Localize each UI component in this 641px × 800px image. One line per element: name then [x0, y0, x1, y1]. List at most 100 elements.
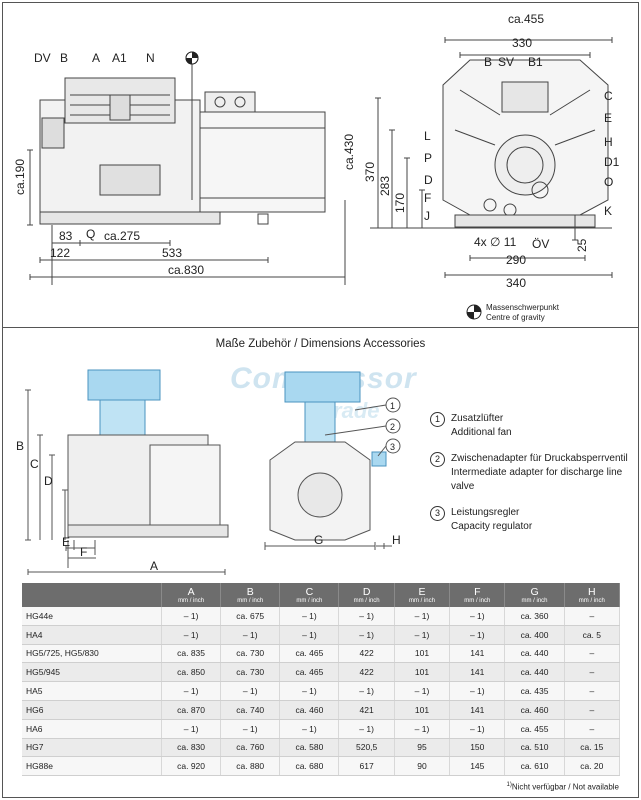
legend-en: Capacity regulator [451, 521, 533, 532]
cell-B: – 1) [220, 625, 281, 645]
acc-label-F: F [80, 545, 87, 559]
dim-330: 330 [512, 36, 532, 50]
cell-D: 422 [338, 662, 395, 683]
section-title: Maße Zubehör / Dimensions Accessories [215, 338, 426, 350]
cell-C: – 1) [279, 607, 340, 626]
table-row: HA5– 1)– 1)– 1)– 1)– 1)– 1)ca. 435– [22, 681, 621, 701]
cell-G: ca. 460 [504, 700, 565, 720]
label-DV: DV [34, 51, 51, 65]
dim-ca190: ca.190 [13, 159, 27, 195]
dim-4x11: 4x ∅ 11 [474, 235, 517, 249]
cell-B: ca. 760 [220, 738, 281, 758]
cell-A: ca. 835 [161, 644, 222, 664]
cell-model: HA5 [22, 681, 162, 701]
label-OV: ÖV [532, 237, 549, 251]
cell-F: 141 [449, 644, 506, 664]
dim-533: 533 [162, 246, 182, 260]
acc-label-D: D [44, 474, 53, 488]
cog-line-en: Centre of gravity [486, 313, 545, 322]
legend-en: Additional fan [451, 427, 512, 438]
cell-A: ca. 830 [161, 738, 222, 758]
cell-C: – 1) [279, 625, 340, 645]
table-row: HG44e– 1)ca. 675– 1)– 1)– 1)– 1)ca. 360– [22, 607, 621, 626]
cell-F: – 1) [449, 719, 506, 739]
cell-F: 145 [449, 756, 506, 777]
cell-H: – [564, 681, 621, 701]
cell-D: – 1) [338, 681, 395, 701]
cell-B: ca. 675 [220, 607, 281, 626]
legend-num: 1 [430, 412, 445, 427]
cell-model: HG5/725, HG5/830 [22, 644, 162, 664]
cell-G: ca. 455 [504, 719, 565, 739]
cell-H: – [564, 700, 621, 720]
dim-290: 290 [506, 253, 526, 267]
cell-C: – 1) [279, 719, 340, 739]
cell-E: 90 [394, 756, 451, 777]
label-L: L [424, 129, 431, 143]
cell-H: – [564, 607, 621, 626]
dim-ca455: ca.455 [508, 12, 544, 26]
dim-ca275: ca.275 [104, 229, 140, 243]
cell-F: 141 [449, 700, 506, 720]
legend-item: 2 Zwischenadapter für Druckabsperrventil… [430, 452, 640, 494]
cell-F: – 1) [449, 625, 506, 645]
cell-B: – 1) [220, 681, 281, 701]
cell-H: ca. 15 [564, 738, 621, 758]
cell-E: 95 [394, 738, 451, 758]
acc-label-G: G [314, 533, 323, 547]
cell-F: 141 [449, 662, 506, 683]
cell-B: ca. 880 [220, 756, 281, 777]
cell-H: ca. 5 [564, 625, 621, 645]
cell-C: – 1) [279, 681, 340, 701]
legend-de: Zusatzlüfter [451, 413, 504, 424]
dim-370: 370 [363, 162, 377, 182]
cell-C: ca. 460 [279, 700, 340, 720]
dim-25: 25 [575, 238, 589, 252]
cell-D: – 1) [338, 607, 395, 626]
cell-E: 101 [394, 662, 451, 683]
cell-H: – [564, 719, 621, 739]
cell-E: – 1) [394, 607, 451, 626]
cell-model: HG88e [22, 756, 162, 777]
dim-283: 283 [378, 176, 392, 196]
label-B-front: B [484, 55, 492, 69]
cell-model: HA4 [22, 625, 162, 645]
header-model [22, 583, 162, 607]
cell-E: 101 [394, 700, 451, 720]
legend-num: 2 [430, 452, 445, 467]
acc-label-H: H [392, 533, 401, 547]
cell-B: ca. 730 [220, 662, 281, 683]
legend-de: Leistungsregler [451, 507, 520, 518]
label-D: D [424, 173, 433, 187]
cell-H: – [564, 662, 621, 683]
cell-model: HA6 [22, 719, 162, 739]
cell-G: ca. 360 [504, 607, 565, 626]
dim-83: 83 [59, 229, 73, 243]
dim-170: 170 [393, 193, 407, 213]
cell-F: – 1) [449, 607, 506, 626]
acc-label-E: E [62, 535, 70, 549]
cell-G: ca. 400 [504, 625, 565, 645]
label-C: C [604, 89, 613, 103]
compressor-dimension-drawing: DV B A A1 N Q B SV B1 C E H D1 O K L P D… [13, 12, 620, 290]
dim-122: 122 [50, 246, 70, 260]
label-N: N [146, 51, 155, 65]
dim-ca830: ca.830 [168, 263, 204, 277]
label-A1: A1 [112, 51, 127, 65]
acc-callout-1: 1 [390, 401, 395, 411]
cell-D: 421 [338, 700, 395, 720]
cell-A: ca. 850 [161, 662, 222, 683]
legend-de: Zwischenadapter für Druckabsperrventil [451, 453, 628, 464]
label-B: B [60, 51, 68, 65]
center-of-gravity-icon [185, 51, 199, 65]
label-O: O [604, 175, 613, 189]
cell-C: ca. 465 [279, 662, 340, 683]
cell-H: – [564, 644, 621, 664]
